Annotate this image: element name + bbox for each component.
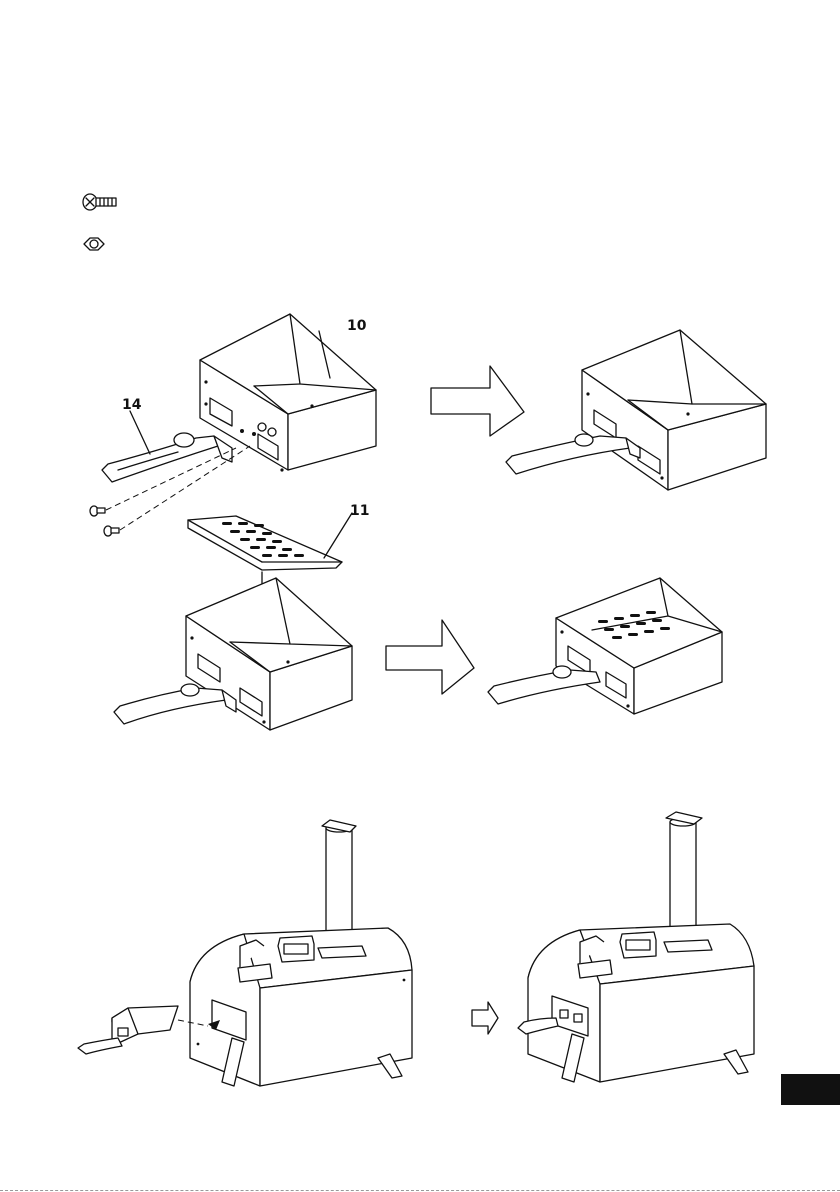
step-arrow bbox=[386, 620, 474, 694]
page-edge-line bbox=[0, 1190, 840, 1191]
grate-exploded bbox=[188, 516, 342, 570]
frame-box-with-handle bbox=[114, 578, 352, 730]
screw-icon bbox=[83, 194, 116, 210]
callout-11: 11 bbox=[350, 503, 369, 519]
step-arrow bbox=[472, 1002, 498, 1034]
callout-10: 10 bbox=[347, 318, 366, 334]
page-tab bbox=[781, 1074, 840, 1105]
leader-11 bbox=[324, 513, 352, 558]
leader-14 bbox=[130, 411, 150, 454]
oven-exploded bbox=[190, 820, 412, 1086]
handle-exploded bbox=[102, 433, 232, 482]
frame-box-with-grate bbox=[488, 578, 722, 714]
frame-for-insertion bbox=[78, 1006, 208, 1054]
oven-assembled bbox=[518, 812, 754, 1082]
callout-14: 14 bbox=[122, 397, 141, 413]
step-arrow bbox=[431, 366, 524, 436]
nut-icon bbox=[84, 238, 104, 250]
frame-box-assembled bbox=[506, 330, 766, 490]
